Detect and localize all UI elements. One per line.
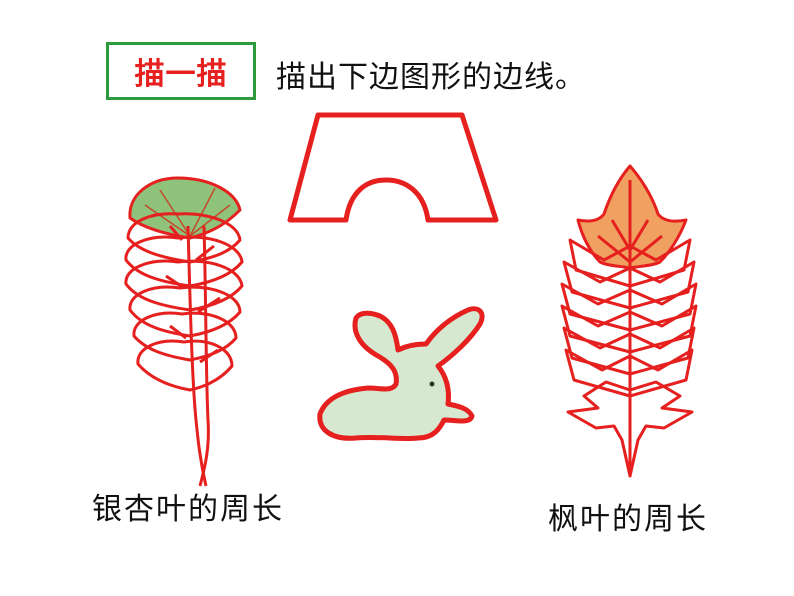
title-badge: 描一描 [106, 42, 256, 100]
maple-caption: 枫叶的周长 [548, 502, 708, 537]
ginkgo-caption: 银杏叶的周长 [92, 492, 284, 527]
title-badge-label: 描一描 [134, 57, 228, 92]
instruction-text: 描出下边图形的边线。 [276, 60, 586, 95]
